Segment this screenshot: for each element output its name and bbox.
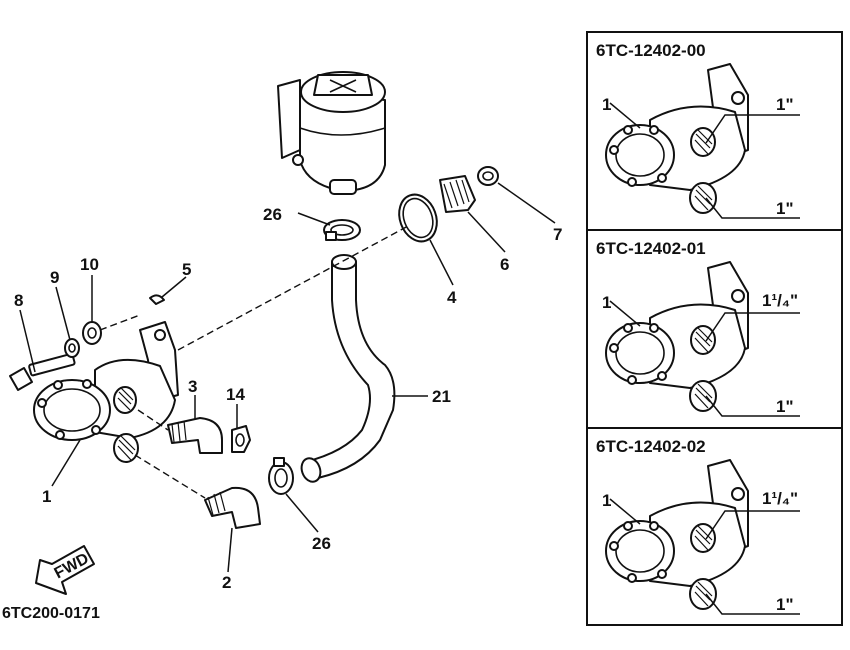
inlet-size: 1" [776, 199, 794, 218]
small-nut [477, 166, 499, 186]
callout-21: 21 [432, 387, 451, 406]
callout-2: 2 [222, 573, 231, 592]
outlet-size: 1" [776, 95, 794, 114]
hose-clamp-lower [268, 457, 294, 495]
woodruff-key [149, 294, 165, 305]
variant-panel-01: 6TC-12402-01 1 1¹/₄" 1" [596, 239, 800, 417]
inlet-size: 1" [776, 397, 794, 416]
outlet-size: 1¹/₄" [762, 291, 798, 310]
callout-26-lower: 26 [312, 534, 331, 553]
elbow-fitting-outlet [167, 417, 223, 454]
variants-panel [586, 31, 843, 626]
part-callout: 1 [602, 95, 611, 114]
callout-7: 7 [553, 225, 562, 244]
callout-9: 9 [50, 268, 59, 287]
leader-lines [19, 182, 556, 573]
outlet-size: 1¹/₄" [762, 489, 798, 508]
lock-washer [64, 338, 80, 358]
variant-panel-00: 6TC-12402-00 1 1" 1" [596, 41, 800, 219]
variant-code: 6TC-12402-01 [596, 239, 706, 258]
callout-3: 3 [188, 377, 197, 396]
elbow-fitting-inlet [204, 486, 261, 529]
hose-clamp-upper [323, 219, 361, 241]
plain-washer [82, 321, 102, 345]
part-callout: 1 [602, 293, 611, 312]
pump-assembly [33, 321, 179, 463]
callout-10: 10 [80, 255, 99, 274]
variant-code: 6TC-12402-00 [596, 41, 706, 60]
pump-variant-image [605, 63, 749, 214]
callout-26-upper: 26 [263, 205, 282, 224]
pump-variant-image [605, 459, 749, 610]
assembly-lines [99, 224, 411, 499]
nut [231, 425, 251, 453]
o-ring [398, 193, 438, 243]
strainer-housing [277, 71, 386, 195]
callout-1: 1 [42, 487, 51, 506]
callout-8: 8 [14, 291, 23, 310]
variant-panel-02: 6TC-12402-02 1 1¹/₄" 1" [596, 437, 800, 615]
callout-5: 5 [182, 260, 191, 279]
callout-4: 4 [447, 288, 457, 307]
fwd-arrow-icon: FWD [35, 545, 95, 595]
bolt [9, 352, 76, 391]
reference-code: 6TC200-0171 [2, 605, 100, 622]
variant-code: 6TC-12402-02 [596, 437, 706, 456]
inlet-size: 1" [776, 595, 794, 614]
callout-6: 6 [500, 255, 509, 274]
threaded-fitting [439, 175, 476, 213]
callout-14: 14 [226, 385, 245, 404]
hose [300, 254, 396, 483]
part-callout: 1 [602, 491, 611, 510]
pump-variant-image [605, 261, 749, 412]
